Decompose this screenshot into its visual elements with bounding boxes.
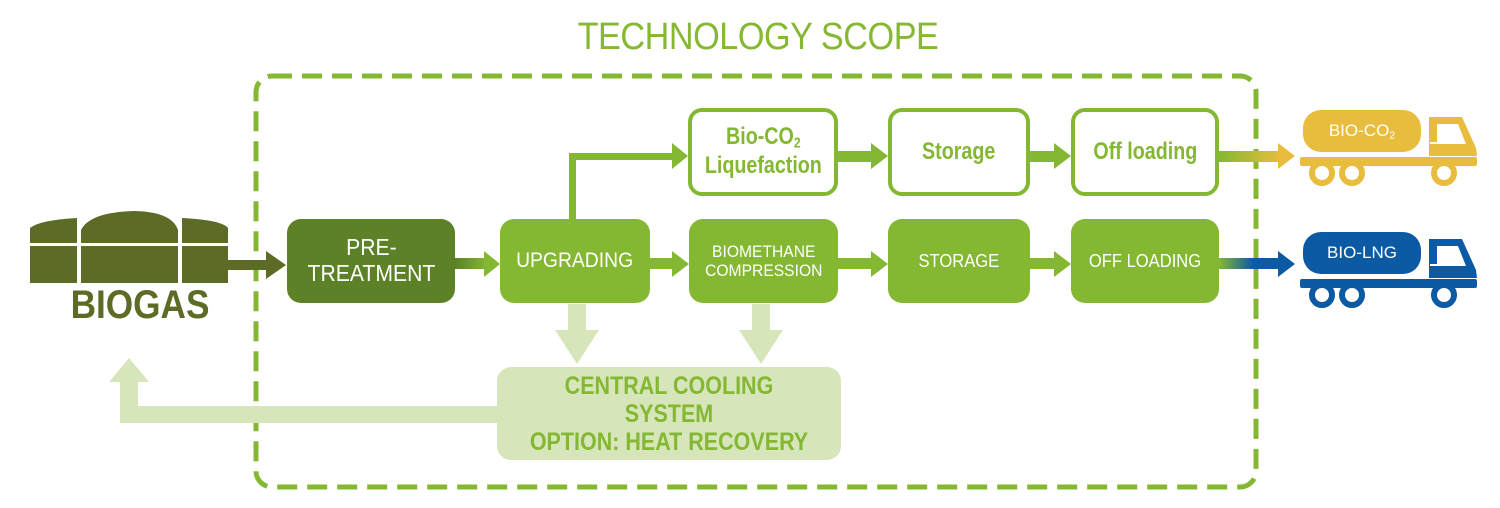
- compression-line-2: COMPRESSION: [704, 261, 823, 280]
- biogas-digester-icon: [30, 211, 228, 283]
- upgrading-label: UPGRADING: [516, 249, 634, 273]
- central-cooling-system-box: CENTRAL COOLING SYSTEM OPTION: HEAT RECO…: [497, 367, 841, 460]
- pretreatment-line-1: PRE-: [345, 234, 397, 261]
- co2-storage-box: Storage: [888, 108, 1030, 196]
- off-loading-box: OFF LOADING: [1071, 219, 1219, 303]
- co2-offloading-to-truck-arrow: [1219, 143, 1295, 169]
- lng-truck-label: BIO-LNG: [1327, 243, 1397, 262]
- co2-storage-label: Storage: [922, 137, 996, 165]
- co2-liquefaction-box: Bio-CO2 Liquefaction: [688, 108, 838, 196]
- upgrading-to-co2-liquefaction-arrow: [569, 143, 688, 221]
- co2-liquefaction-to-storage-arrow: [838, 143, 888, 169]
- co2-off-loading-box: Off loading: [1071, 108, 1219, 196]
- storage-box: STORAGE: [888, 219, 1030, 303]
- pretreatment-line-2: TREATMENT: [307, 260, 435, 286]
- pretreatment-box: PRE- TREATMENT: [287, 219, 455, 303]
- heat-recovery-return-arrow: [109, 358, 500, 423]
- co2-prefix: Bio-CO: [725, 123, 794, 151]
- co2-truck-label-prefix: BIO-CO: [1328, 121, 1390, 140]
- pretreatment-to-upgrading-arrow: [455, 251, 500, 277]
- offloading-to-lng-truck-arrow: [1219, 251, 1295, 277]
- technology-scope-boundary: [253, 73, 1259, 490]
- upgrading-box: UPGRADING: [500, 219, 650, 303]
- lng-tanker-truck-icon: [1300, 232, 1477, 308]
- co2-subscript: 2: [793, 136, 801, 153]
- compression-to-storage-arrow: [838, 251, 888, 277]
- upgrading-to-compression-arrow: [650, 251, 689, 277]
- storage-to-offloading-arrow: [1030, 251, 1071, 277]
- cooling-line-2: OPTION: HEAT RECOVERY: [529, 427, 809, 456]
- technology-scope-title: TECHNOLOGY SCOPE: [577, 16, 939, 58]
- compression-line-1: BIOMETHANE: [711, 241, 816, 261]
- co2-liquefaction-line-2: Liquefaction: [704, 151, 822, 179]
- co2-tanker-truck-icon: [1300, 110, 1477, 186]
- cooling-line-1: CENTRAL COOLING SYSTEM: [564, 371, 774, 428]
- biogas-to-pretreatment-arrow: [225, 251, 286, 279]
- biogas-label: BIOGAS: [70, 283, 210, 327]
- co2-liquefaction-line-1: Bio-CO2: [705, 123, 822, 153]
- biomethane-compression-box: BIOMETHANE COMPRESSION: [689, 219, 838, 303]
- off-loading-label: OFF LOADING: [1088, 250, 1202, 271]
- upgrading-to-cooling-arrow: [555, 304, 599, 364]
- co2-truck-label: BIO-CO2: [1310, 121, 1414, 142]
- co2-off-loading-label: Off loading: [1093, 137, 1197, 165]
- storage-label: STORAGE: [918, 250, 1000, 271]
- co2-truck-label-subscript: 2: [1389, 129, 1396, 142]
- compression-to-cooling-arrow: [739, 304, 783, 364]
- co2-storage-to-offloading-arrow: [1030, 143, 1071, 169]
